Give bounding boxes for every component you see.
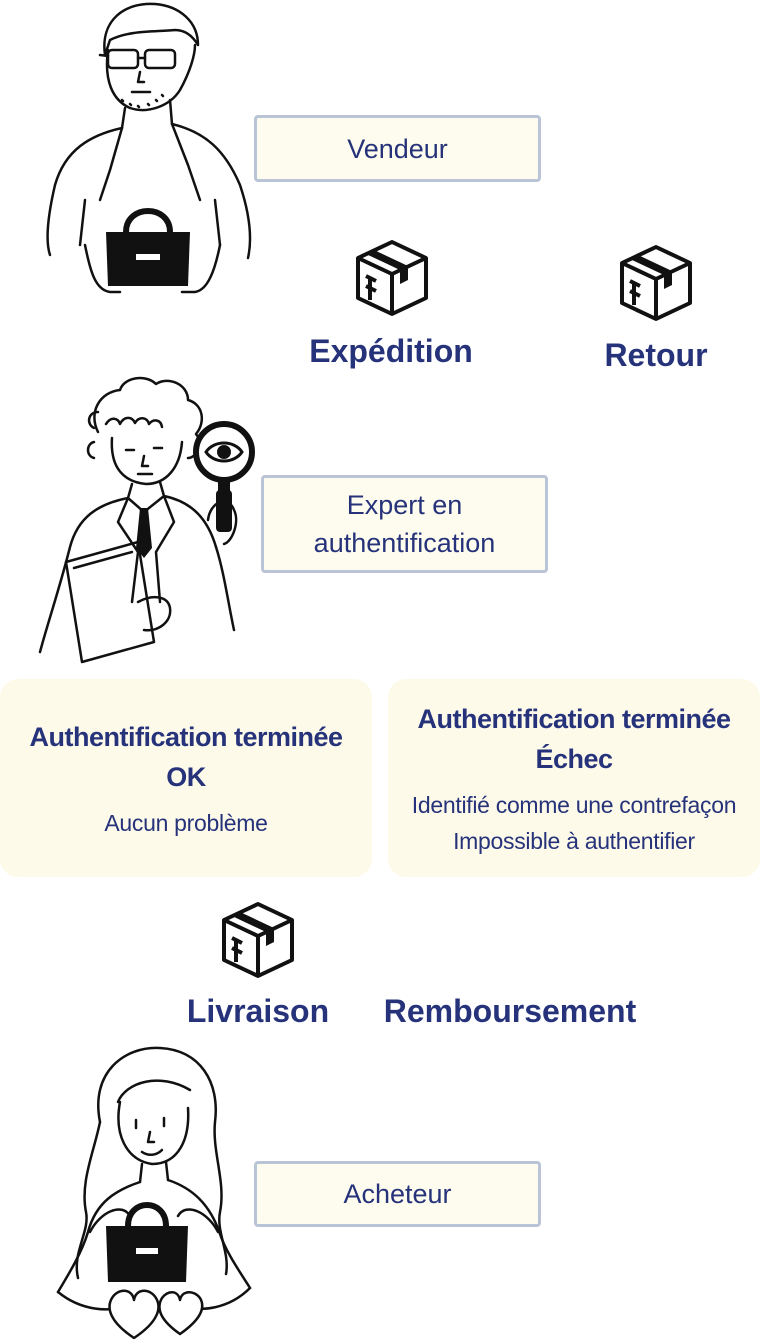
handbag-icon xyxy=(106,1202,188,1282)
expert-role-line2: authentification xyxy=(313,528,496,558)
result-fail-detail-1: Identifié comme une contrefaçon xyxy=(411,792,737,818)
shipping-label: Expédition xyxy=(309,333,473,369)
result-ok-title: Authentification terminée xyxy=(29,722,343,752)
delivery-label: Livraison xyxy=(186,993,330,1029)
result-ok-card: Authentification terminée OK Aucun probl… xyxy=(0,679,372,877)
result-fail-card: Authentification terminée Échec Identifi… xyxy=(388,679,760,877)
return-label: Retour xyxy=(604,337,708,373)
heart-icon xyxy=(108,1289,204,1340)
expert-role-box: Expert en authentification xyxy=(261,475,548,573)
magnifier-eye-icon xyxy=(193,421,255,532)
package-box-icon xyxy=(620,245,692,321)
seller-role-box: Vendeur xyxy=(254,115,541,182)
result-ok-status: OK xyxy=(166,762,206,792)
package-box-icon xyxy=(222,902,294,978)
expert-role-line1: Expert en xyxy=(346,490,463,520)
expert-illustration xyxy=(38,376,238,664)
refund-label: Remboursement xyxy=(383,993,637,1029)
result-fail-status: Échec xyxy=(535,744,613,774)
result-fail-title: Authentification terminée xyxy=(417,704,731,734)
result-fail-detail-2: Impossible à authentifier xyxy=(453,828,695,854)
handbag-icon xyxy=(106,208,190,286)
result-ok-detail: Aucun problème xyxy=(104,810,268,836)
buyer-role-box: Acheteur xyxy=(254,1161,541,1227)
seller-role-label: Vendeur xyxy=(347,133,448,164)
package-box-icon xyxy=(356,240,428,316)
seller-illustration xyxy=(46,2,252,294)
buyer-role-label: Acheteur xyxy=(343,1179,452,1209)
